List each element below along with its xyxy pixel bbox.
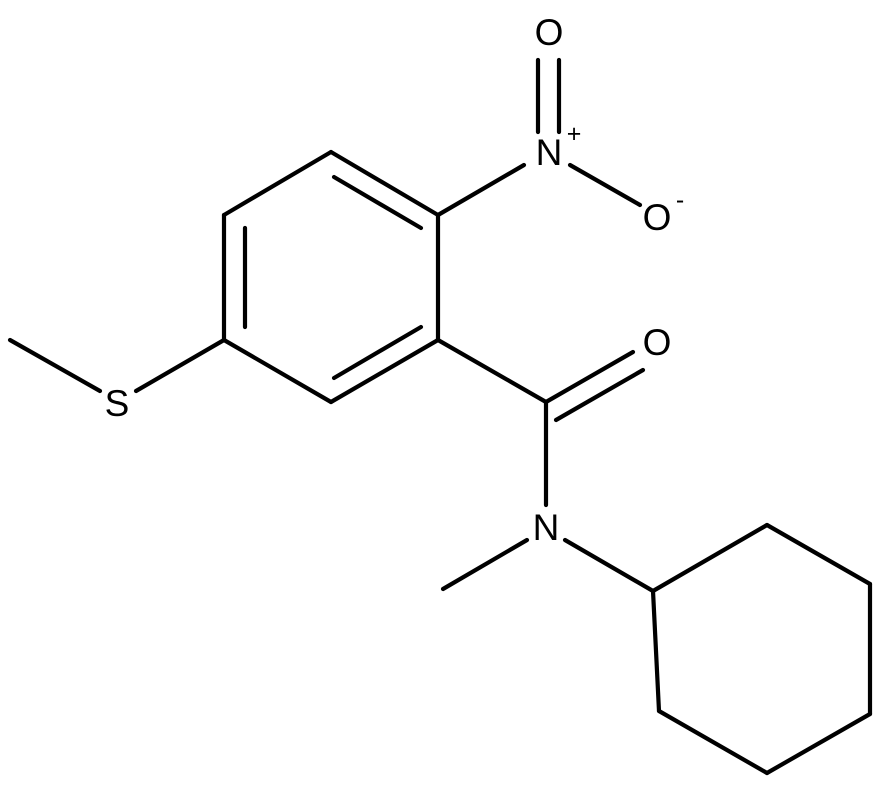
- carbonyl-double-bond-a: [543, 349, 636, 405]
- ring-bond-c1-c2: [328, 149, 441, 218]
- nitro-oxygen-charge: -: [676, 186, 684, 214]
- ring-double-bond-c5-c6-inner: [331, 324, 424, 381]
- carbonyl-oxygen-label: O: [643, 322, 672, 363]
- bond-amide-n-to-cyclohexyl: [562, 537, 656, 594]
- nitro-group: O N + O -: [435, 12, 684, 238]
- nitro-single-bond: [567, 162, 643, 208]
- methylthio-group: S: [7, 337, 227, 424]
- carbonyl-double-bond-b: [553, 367, 646, 423]
- cyclohexane-bond-2: [764, 522, 873, 587]
- ring-bond-c5-c6: [328, 337, 441, 405]
- bond-ring-to-sulfur: [133, 337, 227, 394]
- bond-ring-to-nitro-n: [435, 162, 527, 218]
- ring-bond-c2-c3: [221, 149, 334, 218]
- nitro-nitrogen-charge: +: [567, 120, 582, 148]
- cyclohexane-bond-5: [656, 708, 770, 776]
- benzene-ring: [221, 149, 441, 405]
- cyclohexane-bond-4: [764, 711, 873, 776]
- nitro-oxygen-right-label: O: [643, 197, 672, 238]
- bond-ring-to-carbonyl-c: [435, 337, 549, 405]
- bond-sulfur-to-methyl: [7, 337, 103, 394]
- nitro-oxygen-top-label: O: [535, 12, 564, 53]
- amide-group: O N: [435, 322, 672, 594]
- ring-double-bond-c1-c2-inner: [331, 174, 424, 231]
- bond-amide-n-to-methyl: [440, 537, 530, 592]
- sulfur-label: S: [105, 383, 130, 424]
- nitro-nitrogen-label: N: [536, 132, 563, 173]
- ring-bond-c4-c5: [221, 337, 334, 405]
- cyclohexane-bond-1: [650, 522, 770, 594]
- cyclohexane-bond-6: [650, 588, 662, 714]
- cyclohexane-ring: [650, 522, 873, 776]
- amide-nitrogen-label: N: [533, 507, 560, 548]
